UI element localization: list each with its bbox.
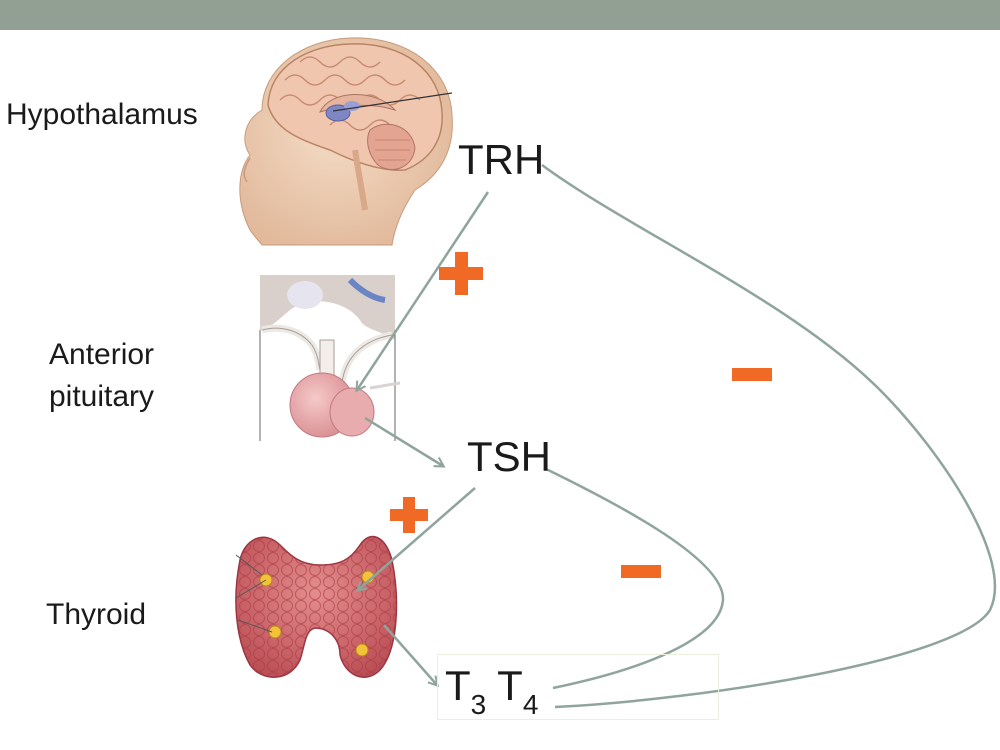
- thyroid-gland-illustration: [235, 535, 398, 678]
- hypothalamus-label: Hypothalamus: [6, 98, 198, 131]
- t4-letter: T: [497, 662, 523, 709]
- pituitary-label: pituitary: [49, 380, 155, 413]
- t3-t4-box: [437, 654, 719, 720]
- t4-subscript: 4: [522, 689, 539, 720]
- tsh-label: TSH: [467, 433, 551, 480]
- trh-label: TRH: [458, 136, 545, 183]
- t3t4-to-trh-feedback-curve: [541, 163, 997, 709]
- minus-icon: [621, 565, 661, 578]
- t3t4-to-tsh-feedback-curve: [543, 466, 725, 690]
- anterior-label: Anterior: [49, 338, 155, 371]
- thyroid-label: Thyroid: [46, 598, 147, 631]
- trh-to-pituitary-arrow: [357, 191, 490, 390]
- head-brain-illustration: [239, 37, 453, 246]
- header-bar: [0, 0, 1000, 30]
- tsh-to-thyroid-arrow: [358, 487, 476, 590]
- t3-letter: T: [445, 662, 471, 709]
- t3-subscript: 3: [470, 689, 487, 720]
- t3-t4-label: T3 T4: [445, 662, 538, 720]
- plus-icon: [439, 252, 483, 295]
- plus-icon: [390, 497, 428, 533]
- pituitary-gland-illustration: [259, 275, 401, 441]
- minus-icon: [732, 368, 772, 381]
- pituitary-to-tsh-arrow: [364, 416, 443, 466]
- thyroid-to-t3t4-arrow: [383, 624, 437, 685]
